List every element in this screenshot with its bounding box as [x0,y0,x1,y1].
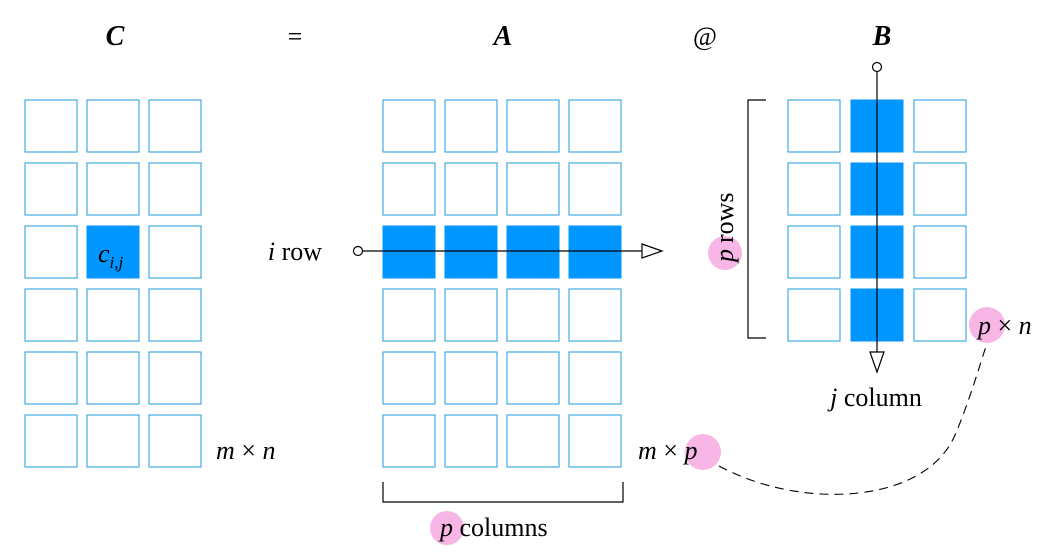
matrix-a-cell-0-0 [382,99,436,153]
matrix-c-cell-5-0 [24,414,78,468]
matrix-b-cell-2-2 [913,225,967,279]
matrix-c-cell-3-1 [86,288,140,342]
matrix-a-cell-5-3 [568,414,622,468]
matrix-c-cell-5-2 [148,414,202,468]
matrix-c-cell-4-1 [86,351,140,405]
dim-c-times: × [235,436,263,465]
dim-a-p: p [682,436,697,465]
matrix-c-cell-5-1 [86,414,140,468]
dim-a-p-highlight [685,434,721,470]
dim-b-n: n [1019,311,1032,340]
matrix-c-cell-3-0 [24,288,78,342]
dim-c-m: m [216,436,235,465]
p-columns-text: p columns [438,513,548,542]
rows-word: rows [710,192,739,243]
matrix-a-cell-2-0 [382,225,436,279]
matrix-c-cell-1-1 [86,162,140,216]
matrix-a-cell-1-3 [568,162,622,216]
equals-sign: = [288,22,303,51]
column-arrow-head [869,351,885,374]
matrix-a-cell-2-1 [444,225,498,279]
dim-b-p-highlight [969,307,1005,343]
matrix-a-cell-3-1 [444,288,498,342]
matrix-a-cell-5-2 [506,414,560,468]
j-column-label: j column [827,383,922,412]
matrix-a-cell-0-3 [568,99,622,153]
matrix-c-cell-0-0 [24,99,78,153]
matrix-c-cell-4-0 [24,351,78,405]
at-operator: @ [693,22,717,51]
matrix-c-cell-3-2 [148,288,202,342]
cell-cij-subscript: i,j [110,253,124,272]
p-columns-label: p columns [430,511,548,545]
dim-b-p: p [976,311,991,340]
matrix-b-cell-3-0 [787,288,841,342]
cell-cij-base: c [98,239,110,268]
matrix-a-cell-0-1 [444,99,498,153]
matrix-a-cell-4-2 [506,351,560,405]
matrix-b-header: B [872,21,892,52]
matrix-b-cell-0-0 [787,99,841,153]
matrix-c-cell-2-0 [24,225,78,279]
dim-a-m: m [638,436,657,465]
matrix-a-cell-4-0 [382,351,436,405]
dim-b-label: p × n [976,311,1032,340]
matrix-a-cell-4-3 [568,351,622,405]
matrix-a-cell-1-0 [382,162,436,216]
row-arrow-head [641,243,664,259]
matrix-a-cell-3-0 [382,288,436,342]
dim-a-times: × [657,436,685,465]
i-symbol: i [268,237,275,266]
matrix-b-cell-1-2 [913,162,967,216]
matrix-c-cell-1-0 [24,162,78,216]
columns-word: columns [453,513,548,542]
matrix-c-cell-0-2 [148,99,202,153]
dim-c-label: m × n [216,436,275,465]
matrix-a-cell-4-1 [444,351,498,405]
matrix-a-cell-5-0 [382,414,436,468]
p-rows-label: p rows [708,192,742,270]
matrix-a-cell-1-2 [506,162,560,216]
p-columns-highlight [430,511,464,545]
matrix-a-cell-3-2 [506,288,560,342]
matrix-c-cell-2-2 [148,225,202,279]
matrix-a-grid [382,99,622,468]
cell-cij-label: ci,j [98,239,124,272]
matrix-c-cell-2-1 [86,225,140,279]
matrix-c-grid [24,99,202,468]
column-arrow-start [871,61,883,73]
matrix-a-header: A [492,21,513,52]
column-word: column [837,383,922,412]
dim-a-label: m × p [638,436,697,465]
matrix-b-cell-3-2 [913,288,967,342]
matrix-a-cell-2-3 [568,225,622,279]
dim-c-n: n [262,436,275,465]
matrix-c-cell-1-2 [148,162,202,216]
matrix-c-cell-4-2 [148,351,202,405]
p-symbol-columns: p [438,513,453,542]
matrix-a-cell-0-2 [506,99,560,153]
matrix-c-header: C [106,21,125,52]
p-symbol-rows: p [710,249,739,264]
i-row-label: i row [268,237,322,266]
p-rows-highlight [708,236,742,270]
dim-b-times: × [991,311,1019,340]
p-dimension-connector [718,342,988,495]
row-arrow-start [352,245,364,257]
matrix-a-cell-3-3 [568,288,622,342]
matrix-b-cell-1-0 [787,162,841,216]
columns-bracket [382,482,624,503]
matrix-c-cell-0-1 [86,99,140,153]
matrix-a-cell-1-1 [444,162,498,216]
matrix-a-cell-5-1 [444,414,498,468]
matrix-b-cell-2-0 [787,225,841,279]
j-symbol: j [827,383,837,412]
rows-bracket [747,99,766,339]
matrix-a-cell-2-2 [506,225,560,279]
matrix-b-cell-0-2 [913,99,967,153]
p-rows-text: p rows [710,192,739,264]
row-word: row [275,237,322,266]
